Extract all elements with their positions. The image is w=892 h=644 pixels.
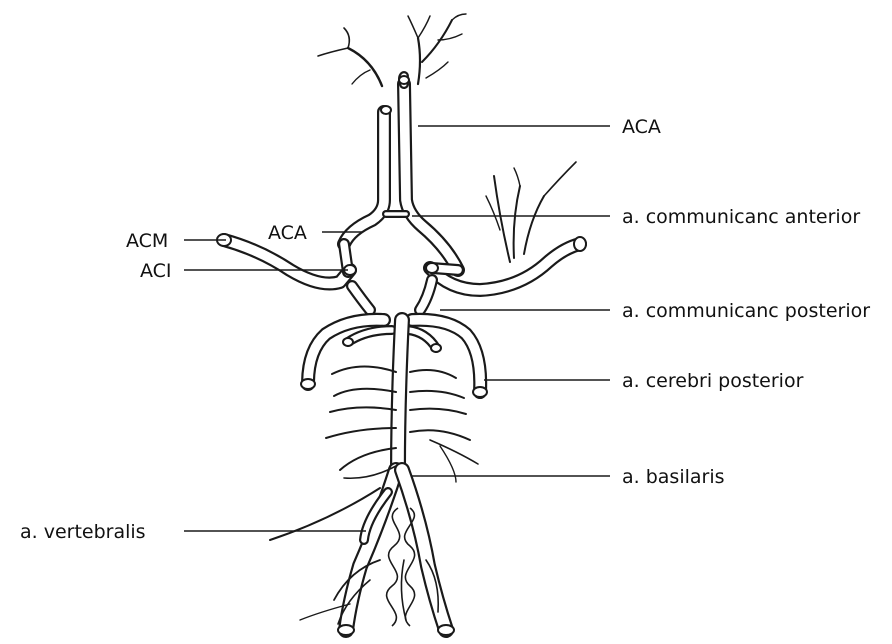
vessel-end-cap — [301, 379, 315, 389]
vessel-aca-left-trunk — [344, 112, 384, 244]
vessel-pcomm-left — [352, 286, 370, 310]
label-comm-anterior: a. communicanc anterior — [622, 206, 860, 228]
label-comm-posterior: a. communicanc posterior — [622, 300, 870, 322]
vessel-end-cap — [438, 625, 454, 635]
label-vertebralis: a. vertebralis — [20, 521, 146, 543]
vessel-vertebral-right — [402, 470, 446, 630]
vessel-end-cap — [338, 625, 354, 635]
vessel-end-cap — [381, 106, 391, 114]
vessel-aca-right-trunk — [404, 84, 458, 270]
vessel-end-cap — [431, 344, 441, 352]
label-cerebri-posterior: a. cerebri posterior — [622, 370, 804, 392]
vessel-end-cap — [399, 76, 409, 84]
vessel-mca-left — [224, 240, 350, 284]
label-aca-left: ACA — [268, 222, 307, 244]
vessel-basilar — [398, 320, 402, 470]
vessel-network — [217, 76, 586, 635]
label-acm: ACM — [126, 230, 168, 252]
vessel-end-cap — [473, 387, 487, 397]
label-aci: ACI — [140, 260, 172, 282]
vessel-end-cap — [426, 263, 438, 273]
vessel-end-cap — [343, 338, 353, 346]
label-basilaris: a. basilaris — [622, 466, 725, 488]
anterior-spinal-artery — [387, 508, 415, 626]
vessel-pcomm-right — [420, 280, 432, 310]
label-aca-top: ACA — [622, 116, 661, 138]
vessel-end-cap — [574, 237, 586, 251]
vessel-pca-left-inner — [348, 330, 392, 342]
